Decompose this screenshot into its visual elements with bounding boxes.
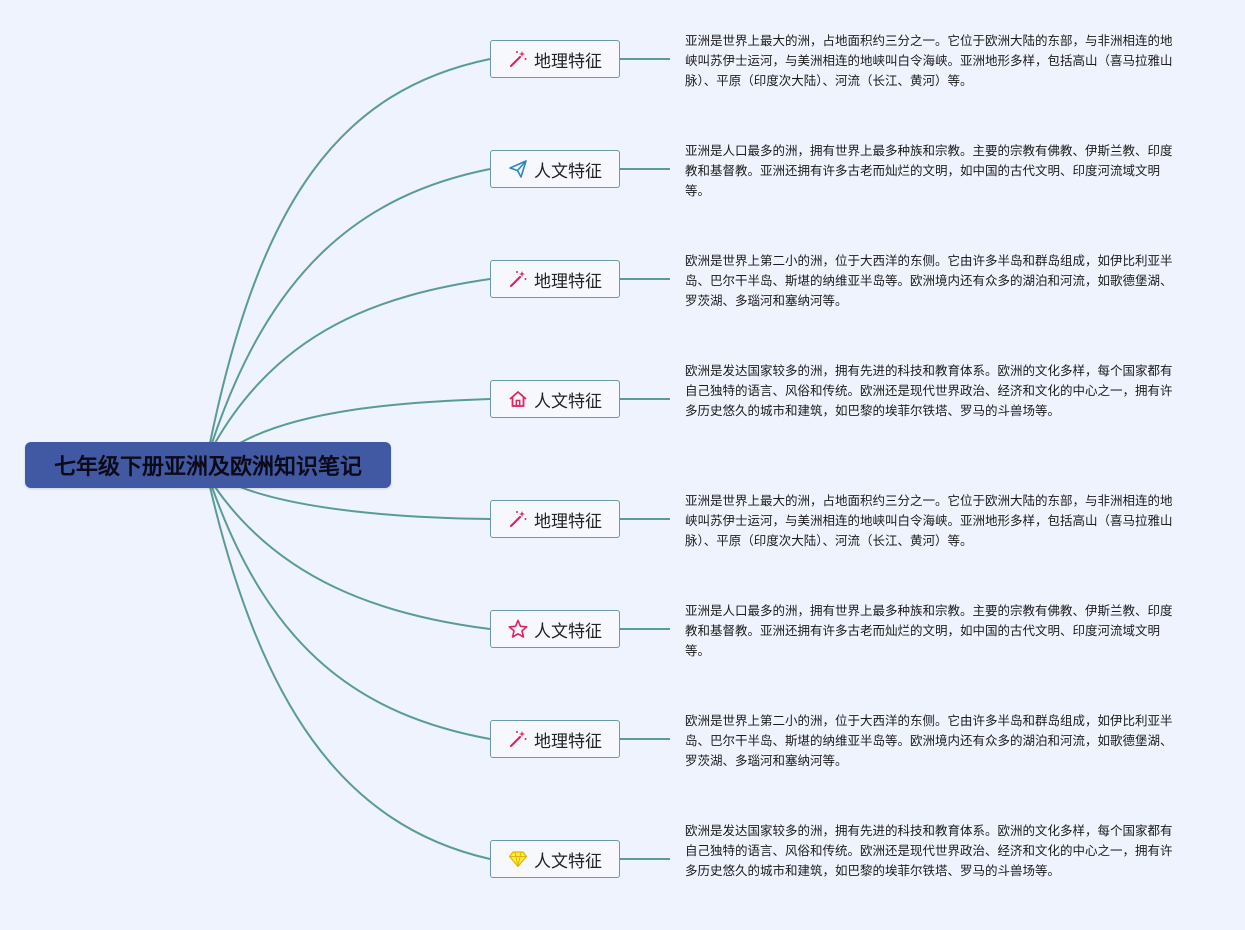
star-icon bbox=[508, 619, 528, 639]
paper-plane-icon bbox=[508, 159, 528, 179]
note-text: 欧洲是世界上第二小的洲，位于大西洋的东侧。它由许多半岛和群岛组成，如伊比利亚半岛… bbox=[685, 713, 1173, 768]
branch-label: 地理特征 bbox=[534, 51, 602, 72]
branch-topic-culture[interactable]: 人文特征 bbox=[490, 610, 620, 648]
note-text: 亚洲是世界上最大的洲，占地面积约三分之一。它位于欧洲大陆的东部，与非洲相连的地峡… bbox=[685, 493, 1173, 548]
connector-line bbox=[209, 486, 491, 860]
branch-topic-geography[interactable]: 地理特征 bbox=[490, 40, 620, 78]
branch-topic-geography[interactable]: 地理特征 bbox=[490, 260, 620, 298]
branch-topic-culture[interactable]: 人文特征 bbox=[490, 840, 620, 878]
branch-label: 地理特征 bbox=[534, 511, 602, 532]
note-text: 亚洲是人口最多的洲，拥有世界上最多种族和宗教。主要的宗教有佛教、伊斯兰教、印度教… bbox=[685, 603, 1173, 658]
branch-label: 地理特征 bbox=[534, 731, 602, 752]
branch-label: 人文特征 bbox=[534, 851, 602, 872]
connector-line bbox=[239, 398, 491, 444]
note-text: 亚洲是世界上最大的洲，占地面积约三分之一。它位于欧洲大陆的东部，与非洲相连的地峡… bbox=[685, 33, 1173, 88]
note-text: 欧洲是发达国家较多的洲，拥有先进的科技和教育体系。欧洲的文化多样，每个国家都有自… bbox=[685, 363, 1173, 418]
branch-topic-geography[interactable]: 地理特征 bbox=[490, 720, 620, 758]
home-icon bbox=[508, 389, 528, 409]
connector-line bbox=[209, 58, 491, 444]
root-topic[interactable]: 七年级下册亚洲及欧洲知识笔记 bbox=[25, 442, 391, 488]
magic-wand-icon bbox=[508, 509, 528, 529]
magic-wand-icon bbox=[508, 49, 528, 69]
connector-line bbox=[211, 486, 491, 740]
note-text: 欧洲是发达国家较多的洲，拥有先进的科技和教育体系。欧洲的文化多样，每个国家都有自… bbox=[685, 823, 1173, 878]
connector-line bbox=[214, 486, 491, 630]
magic-wand-icon bbox=[508, 729, 528, 749]
branch-topic-culture[interactable]: 人文特征 bbox=[490, 150, 620, 188]
magic-wand-icon bbox=[508, 269, 528, 289]
branch-label: 地理特征 bbox=[534, 271, 602, 292]
branch-label: 人文特征 bbox=[534, 391, 602, 412]
root-title: 七年级下册亚洲及欧洲知识笔记 bbox=[53, 455, 362, 480]
connector-line bbox=[211, 168, 491, 444]
connector-line bbox=[214, 278, 491, 444]
branch-topic-culture[interactable]: 人文特征 bbox=[490, 380, 620, 418]
diamond-icon bbox=[508, 849, 528, 869]
branch-topic-geography[interactable]: 地理特征 bbox=[490, 500, 620, 538]
branch-label: 人文特征 bbox=[534, 621, 602, 642]
branch-label: 人文特征 bbox=[534, 161, 602, 182]
connector-line bbox=[239, 486, 491, 520]
note-text: 亚洲是人口最多的洲，拥有世界上最多种族和宗教。主要的宗教有佛教、伊斯兰教、印度教… bbox=[685, 143, 1173, 198]
note-text: 欧洲是世界上第二小的洲，位于大西洋的东侧。它由许多半岛和群岛组成，如伊比利亚半岛… bbox=[685, 253, 1173, 308]
